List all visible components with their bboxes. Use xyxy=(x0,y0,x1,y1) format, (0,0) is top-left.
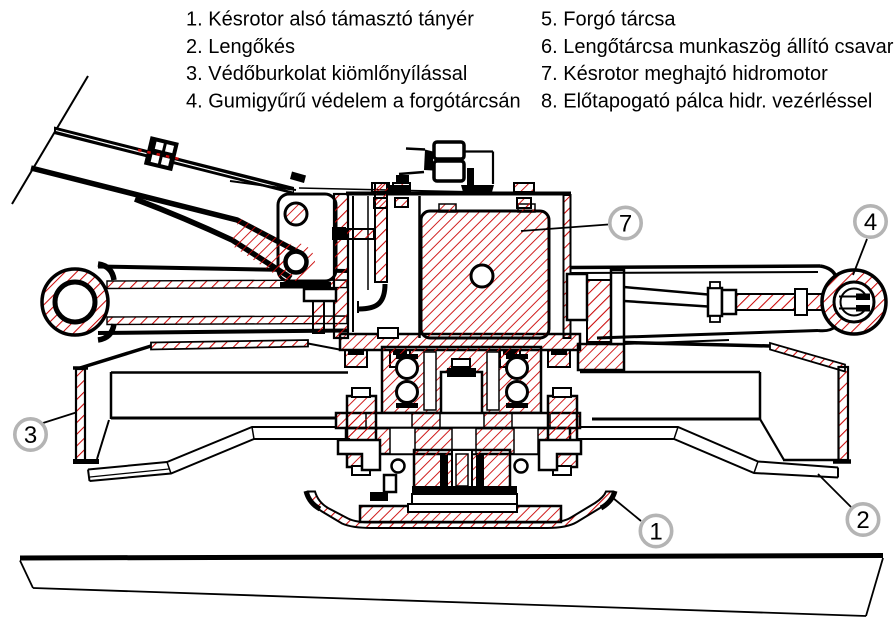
svg-text:4: 4 xyxy=(864,209,877,236)
svg-text:1: 1 xyxy=(649,519,662,546)
svg-text:7: 7 xyxy=(619,211,632,238)
svg-text:3. Védőburkolat kiömlőnyílássa: 3. Védőburkolat kiömlőnyílással xyxy=(186,63,467,85)
svg-text:1. Késrotor alsó támasztó tány: 1. Késrotor alsó támasztó tányér xyxy=(186,9,474,31)
svg-text:3: 3 xyxy=(24,422,37,449)
svg-text:5. Forgó tárcsa: 5. Forgó tárcsa xyxy=(541,9,676,31)
svg-text:2. Lengőkés: 2. Lengőkés xyxy=(186,36,295,58)
svg-text:8. Előtapogató pálca hidr. vez: 8. Előtapogató pálca hidr. vezérléssel xyxy=(541,90,872,112)
svg-text:7. Késrotor meghajtó hidromoto: 7. Késrotor meghajtó hidromotor xyxy=(541,63,828,85)
svg-text:4. Gumigyűrű védelem a forgótá: 4. Gumigyűrű védelem a forgótárcsán xyxy=(186,90,521,112)
svg-text:6. Lengőtárcsa munkaszög állít: 6. Lengőtárcsa munkaszög állító csavar xyxy=(541,36,894,58)
svg-text:2: 2 xyxy=(856,507,869,534)
